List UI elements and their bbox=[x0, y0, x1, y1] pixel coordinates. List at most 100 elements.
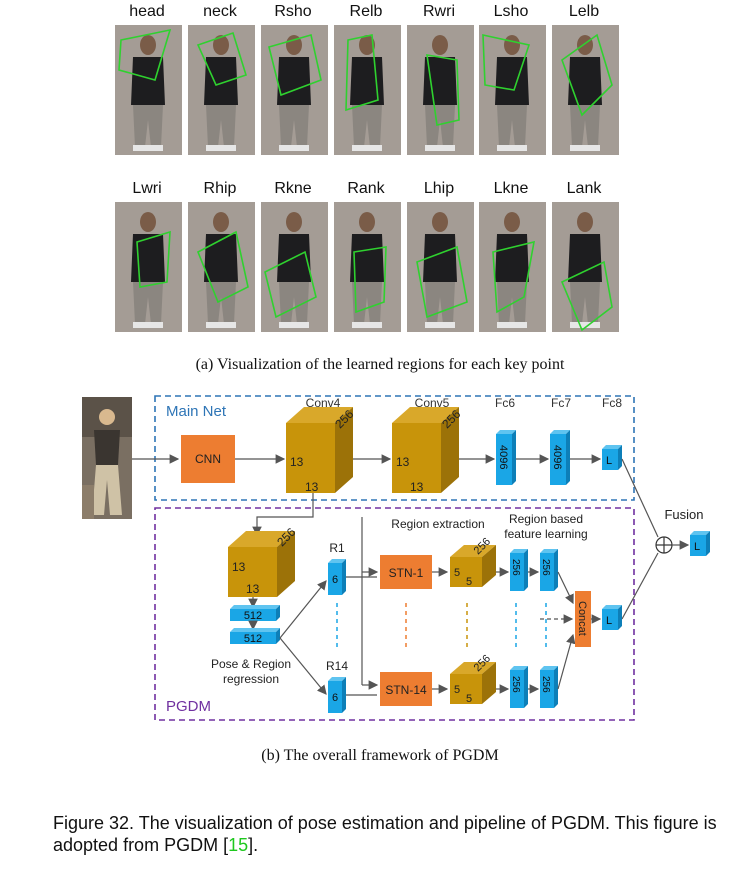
keypoint-thumbnail bbox=[261, 202, 328, 332]
region-cube-14-w: 5 bbox=[466, 693, 472, 705]
stn-14-label: STN-14 bbox=[385, 683, 427, 697]
stn-14-block bbox=[380, 672, 432, 706]
main-net-label: Main Net bbox=[166, 403, 227, 420]
fc8-label: Fc8 bbox=[602, 396, 622, 410]
learned-region-box bbox=[416, 245, 468, 319]
fusion-out: L bbox=[694, 541, 700, 553]
kp-label-rkne: Rkne bbox=[274, 180, 312, 197]
kp-label-rhip: Rhip bbox=[203, 180, 237, 197]
panel-b-caption: (b) The overall framework of PGDM bbox=[261, 747, 499, 764]
region-feature-label-1: Region based bbox=[509, 512, 583, 526]
fc8-block bbox=[602, 445, 622, 470]
concat-output-block bbox=[602, 605, 622, 630]
pose-region-label-2: regression bbox=[223, 672, 279, 686]
keypoint-thumbnail bbox=[334, 202, 401, 332]
fc6-block bbox=[496, 430, 516, 485]
pgdm-cube-w: 13 bbox=[246, 582, 260, 596]
keypoint-thumbnail bbox=[188, 25, 255, 155]
conv4-w: 13 bbox=[305, 480, 319, 494]
region-fc-14b bbox=[540, 666, 558, 708]
learned-region-box bbox=[426, 54, 460, 126]
learned-region-box bbox=[196, 31, 247, 86]
learned-region-box bbox=[136, 230, 171, 288]
keypoint-thumbnail bbox=[115, 25, 182, 155]
fc6-label: Fc6 bbox=[495, 396, 515, 410]
r1-size: 6 bbox=[332, 574, 338, 586]
kp-label-neck: neck bbox=[203, 3, 237, 20]
kp-label-lhip: Lhip bbox=[423, 180, 455, 197]
pgdm-feature-cube bbox=[228, 531, 295, 597]
kp-label-rank: Rank bbox=[347, 180, 385, 197]
fc-512-a-label: 512 bbox=[244, 610, 262, 622]
learned-region-box bbox=[492, 240, 536, 314]
learned-region-box bbox=[264, 250, 317, 319]
pgdm-label: PGDM bbox=[166, 698, 211, 715]
fc-512-b-label: 512 bbox=[244, 633, 262, 645]
kp-label-head: head bbox=[129, 3, 165, 20]
region-cube-14-h: 5 bbox=[454, 684, 460, 696]
cnn-block bbox=[181, 435, 235, 483]
pose-region-label-1: Pose & Region bbox=[211, 657, 291, 671]
concat-block bbox=[575, 591, 591, 647]
fc7-block bbox=[550, 430, 570, 485]
figure-caption-text: Figure 32. The visualization of pose est… bbox=[53, 813, 717, 855]
learned-region-box bbox=[196, 230, 249, 304]
r1-label: R1 bbox=[329, 541, 345, 555]
fc8-out: L bbox=[606, 455, 612, 467]
keypoint-thumbnail bbox=[261, 25, 328, 155]
keypoint-thumbnail bbox=[479, 25, 546, 155]
kp-label-rsho: Rsho bbox=[274, 3, 312, 20]
fc6-size: 4096 bbox=[497, 445, 509, 469]
region-cube-14 bbox=[450, 662, 496, 704]
kp-label-lsho: Lsho bbox=[493, 3, 529, 20]
fc-512-b bbox=[230, 628, 280, 644]
region-fc-14b-size: 256 bbox=[540, 676, 551, 693]
r14-label: R14 bbox=[326, 659, 348, 673]
fc7-size: 4096 bbox=[551, 445, 563, 469]
conv5-w: 13 bbox=[410, 480, 424, 494]
kp-label-lwri: Lwri bbox=[132, 180, 162, 197]
cnn-label: CNN bbox=[195, 452, 221, 466]
kp-label-lkne: Lkne bbox=[493, 180, 529, 197]
fc-512-a bbox=[230, 605, 280, 621]
keypoint-thumbnail-grid bbox=[115, 25, 619, 332]
keypoint-thumbnail bbox=[188, 202, 255, 332]
learned-region-box bbox=[268, 33, 322, 97]
region-fc-14a bbox=[510, 666, 528, 708]
learned-region-box bbox=[118, 28, 172, 81]
r14-size: 6 bbox=[332, 692, 338, 704]
conv4-label: Conv4 bbox=[306, 396, 341, 410]
concat-out: L bbox=[606, 615, 612, 627]
keypoint-thumbnail bbox=[479, 202, 546, 332]
r14-block bbox=[328, 677, 346, 713]
figure-caption-end: ]. bbox=[248, 835, 259, 855]
region-cube-1 bbox=[450, 545, 496, 587]
keypoint-thumbnail bbox=[552, 202, 619, 332]
input-person-image bbox=[82, 397, 132, 519]
region-fc-14a-size: 256 bbox=[510, 676, 521, 693]
fc7-label: Fc7 bbox=[551, 396, 571, 410]
learned-region-box bbox=[353, 246, 387, 314]
learned-region-box bbox=[345, 34, 379, 112]
citation-link[interactable]: 15 bbox=[228, 835, 249, 855]
conv5-h: 13 bbox=[396, 455, 410, 469]
region-fc-1a bbox=[510, 549, 528, 591]
conv5-label: Conv5 bbox=[415, 396, 450, 410]
concat-label: Concat bbox=[576, 601, 588, 636]
region-fc-1a-size: 256 bbox=[510, 559, 521, 576]
stn-1-label: STN-1 bbox=[389, 566, 424, 580]
pgdm-cube-h: 13 bbox=[232, 560, 246, 574]
fusion-output-block bbox=[690, 531, 710, 556]
learned-region-box bbox=[560, 260, 613, 332]
panel-a-caption: (a) Visualization of the learned regions… bbox=[195, 356, 565, 373]
conv4-h: 13 bbox=[290, 455, 304, 469]
keypoint-thumbnail bbox=[115, 202, 182, 332]
region-cube-1-h: 5 bbox=[454, 567, 460, 579]
main-net-box bbox=[154, 395, 635, 501]
keypoint-thumbnail bbox=[407, 25, 474, 155]
keypoint-thumbnail bbox=[552, 25, 619, 155]
region-cube-1-w: 5 bbox=[466, 576, 472, 588]
pgdm-framework-diagram: Main Net PGDM CNN Conv4 256 13 13 Conv5 … bbox=[82, 395, 710, 721]
r1-block bbox=[328, 559, 346, 595]
kp-label-lelb: Lelb bbox=[568, 3, 600, 20]
